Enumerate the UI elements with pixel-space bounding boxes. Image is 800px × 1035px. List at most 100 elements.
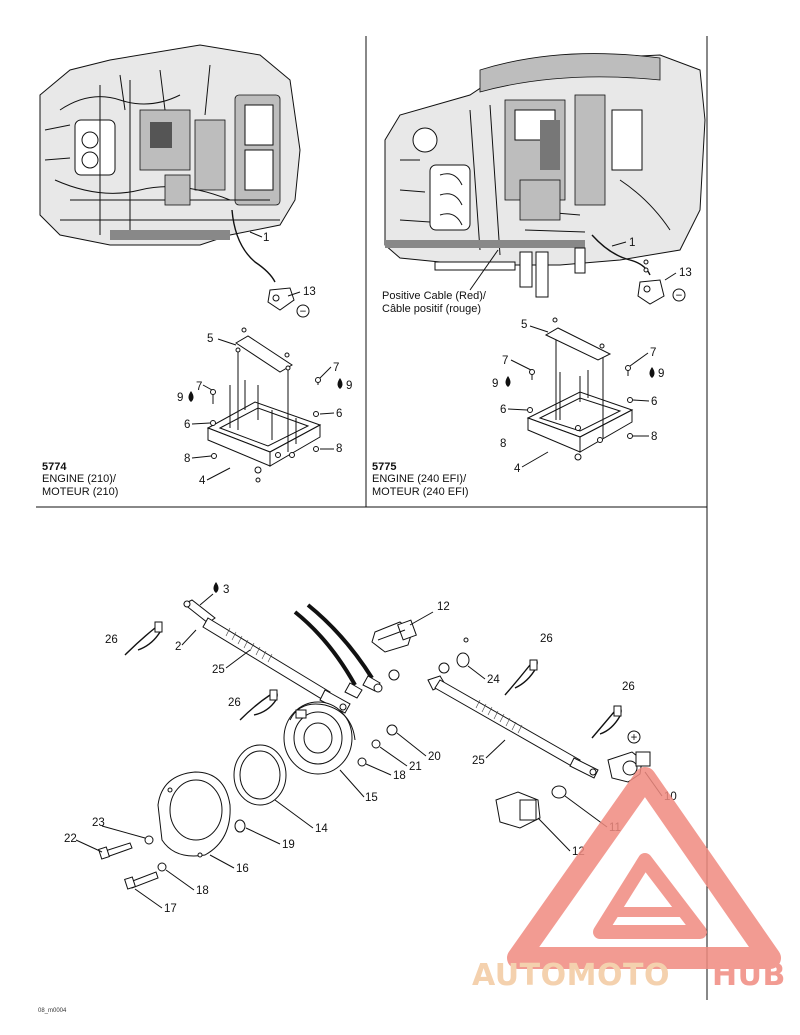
sealant-drop-icon-240-left xyxy=(505,376,511,387)
callout-22: 22 xyxy=(64,833,77,845)
callout-21: 21 xyxy=(409,761,422,773)
callout-1-240: 1 xyxy=(629,237,635,249)
nut-24-a xyxy=(388,669,400,681)
tie-wrap-26-d xyxy=(591,705,622,739)
callout-26-c: 26 xyxy=(540,633,553,645)
callout-26-b: 26 xyxy=(228,697,241,709)
negative-cable-210 xyxy=(231,209,276,283)
negative-terminal-210 xyxy=(267,287,295,311)
engine-210-illustration xyxy=(39,44,301,246)
positive-clamp-10 xyxy=(607,751,651,783)
caption-engine-210-line2: MOTEUR (210) xyxy=(42,486,118,498)
gasket-14 xyxy=(233,744,287,806)
boot-12-bottom xyxy=(495,791,541,829)
cable-2 xyxy=(183,599,351,714)
watermark-brand-part1: AUTOMOTO xyxy=(472,958,670,993)
callout-3: 3 xyxy=(223,584,229,596)
svg-text:−: − xyxy=(676,290,683,302)
callout-17: 17 xyxy=(164,903,177,915)
callout-8-210-right: 8 xyxy=(336,443,342,455)
sealant-drop-icon-210-right xyxy=(337,378,343,389)
battery-tray-240 xyxy=(526,317,634,461)
cable-25-right xyxy=(427,675,599,779)
callout-16: 16 xyxy=(236,863,249,875)
callout-20: 20 xyxy=(428,751,441,763)
automotohub-watermark: AUTOMOTO HUB xyxy=(472,767,786,993)
callout-13-240: 13 xyxy=(679,267,692,279)
callout-6-210-right: 6 xyxy=(336,408,342,420)
washer-21 xyxy=(371,739,381,749)
washer-18-b xyxy=(157,862,167,872)
callout-7-240-left: 7 xyxy=(502,355,508,367)
tie-wrap-26-a xyxy=(124,621,163,656)
callout-9-240-left: 9 xyxy=(492,378,498,390)
nut-20 xyxy=(386,724,398,736)
positive-cable-label-line2: Câble positif (rouge) xyxy=(382,303,481,315)
callout-4-210: 4 xyxy=(199,475,206,487)
caption-engine-240-line2: MOTEUR (240 EFI) xyxy=(372,486,469,498)
tie-wrap-26-b xyxy=(239,689,278,721)
callout-18-a: 18 xyxy=(393,770,406,782)
sealant-drop-icon-210-left xyxy=(188,391,194,402)
callout-2: 2 xyxy=(175,641,181,653)
callout-12-top: 12 xyxy=(437,601,450,613)
panel-engine-240: − 1 13 Positive Cable (Red)/ Câble posit… xyxy=(372,53,706,498)
callout-7-210-left: 7 xyxy=(196,381,202,393)
callout-6-240-right: 6 xyxy=(651,396,657,408)
spacer-19 xyxy=(234,819,246,833)
figure-code: 08_m0004 xyxy=(38,1008,67,1014)
callout-24: 24 xyxy=(487,674,500,686)
svg-text:−: − xyxy=(300,306,307,318)
nut-11 xyxy=(551,785,567,799)
callout-13-210: 13 xyxy=(303,286,316,298)
callout-26-a: 26 xyxy=(105,634,118,646)
callout-25-a: 25 xyxy=(212,664,225,676)
callout-23: 23 xyxy=(92,817,105,829)
washer-23 xyxy=(144,835,154,845)
callout-9-210-right: 9 xyxy=(346,380,352,392)
watermark-brand-part2: HUB xyxy=(712,958,786,993)
svg-text:+: + xyxy=(631,732,638,744)
sealant-drop-icon-240-right xyxy=(649,367,655,378)
callout-6-210-left: 6 xyxy=(184,419,190,431)
caption-engine-240-line1: ENGINE (240 EFI)/ xyxy=(372,473,467,485)
callout-8-240-left: 8 xyxy=(500,438,506,450)
screw-22 xyxy=(98,842,133,860)
callout-7-210-right: 7 xyxy=(333,362,339,374)
watermark-logo-triangle xyxy=(507,767,781,969)
tie-wrap-26-c xyxy=(504,659,538,696)
callout-15: 15 xyxy=(365,792,378,804)
diagram-number-5774: 5774 xyxy=(42,461,67,473)
washer-18-a xyxy=(357,757,367,767)
engine-240-illustration xyxy=(384,53,706,298)
callout-5-210: 5 xyxy=(207,333,213,345)
screw-17 xyxy=(124,871,159,890)
callout-5-240: 5 xyxy=(521,319,527,331)
callout-8-210-left: 8 xyxy=(184,453,190,465)
callout-9-210-left: 9 xyxy=(177,392,183,404)
diagram-number-5775: 5775 xyxy=(372,461,396,473)
callout-18-b: 18 xyxy=(196,885,209,897)
panel-dividers xyxy=(36,36,708,1000)
mounting-plate-16 xyxy=(157,771,231,858)
callout-19: 19 xyxy=(282,839,295,851)
negative-terminal-240 xyxy=(637,259,665,305)
callout-9-240-right: 9 xyxy=(658,368,664,380)
sealant-drop-icon-3 xyxy=(213,582,219,593)
callout-25-b: 25 xyxy=(472,755,485,767)
callout-1-210: 1 xyxy=(263,232,269,244)
nuts-24 xyxy=(438,637,470,674)
panel-solenoid-assembly: 3 26 2 25 12 xyxy=(64,582,677,915)
callout-26-d: 26 xyxy=(622,681,635,693)
callout-6-240-left: 6 xyxy=(500,404,506,416)
callout-14: 14 xyxy=(315,823,328,835)
black-cables xyxy=(293,603,383,699)
panel-engine-210: − 1 13 xyxy=(39,44,352,498)
negative-symbol-210: − xyxy=(296,304,310,318)
callout-8-240-right: 8 xyxy=(651,431,657,443)
negative-symbol-240: − xyxy=(672,288,686,302)
caption-engine-210-line1: ENGINE (210)/ xyxy=(42,473,117,485)
callout-7-240-right: 7 xyxy=(650,347,656,359)
positive-cable-label-line1: Positive Cable (Red)/ xyxy=(382,290,487,302)
callout-4-240: 4 xyxy=(514,463,521,475)
